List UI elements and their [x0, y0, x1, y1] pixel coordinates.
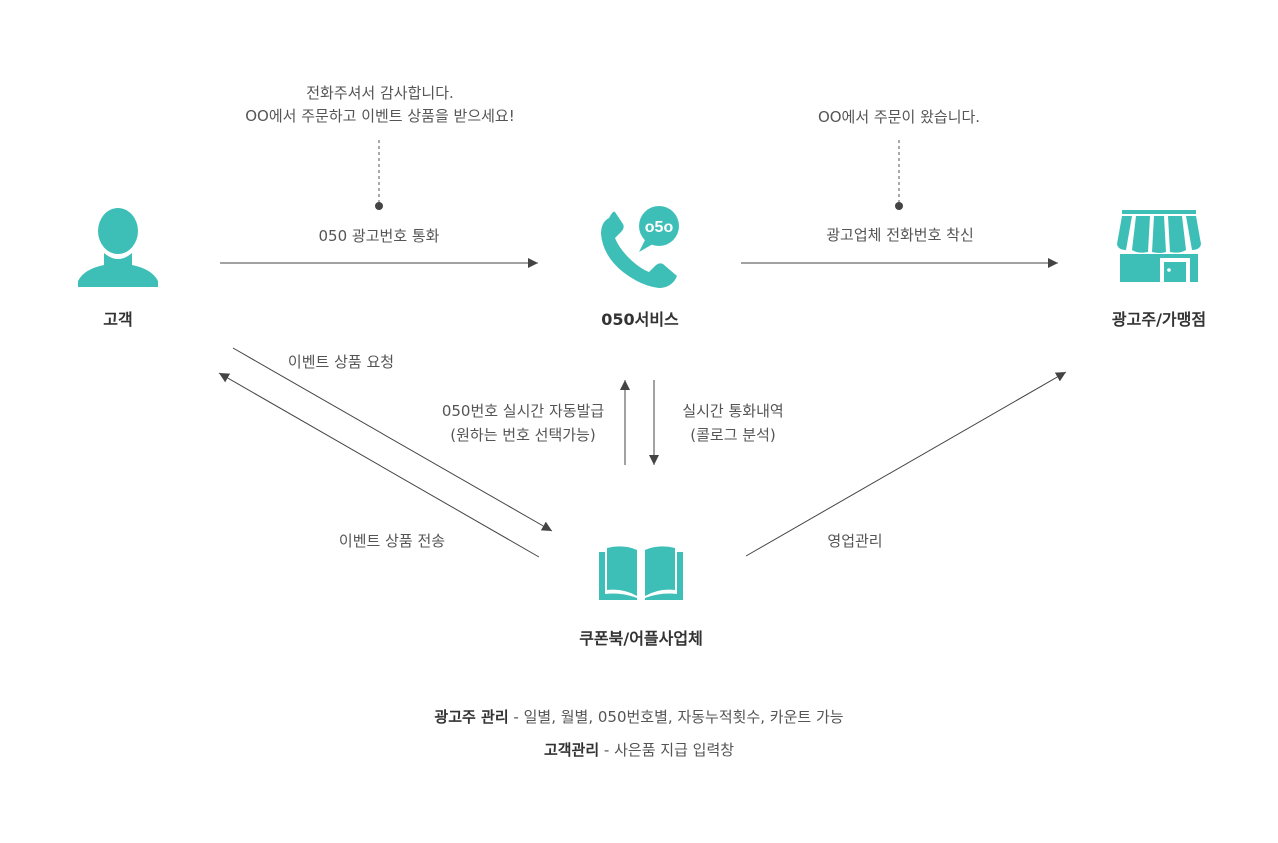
footer-line2-text: - 사은품 지급 입력창	[599, 741, 735, 759]
customer-label: 고객	[103, 310, 133, 329]
footer-line1-title: 광고주 관리	[434, 708, 509, 726]
footer-line2-title: 고객관리	[543, 741, 600, 759]
person-icon	[78, 208, 158, 287]
phone-badge-text: o5o	[645, 219, 674, 236]
advertiser-note-dot	[895, 202, 903, 210]
issue-number-label-line2: (원하는 번호 선택가능)	[450, 426, 596, 444]
event-send-label: 이벤트 상품 전송	[338, 532, 446, 550]
advertiser-note: OO에서 주문이 왔습니다.	[817, 108, 981, 126]
customer-note-line2: OO에서 주문하고 이벤트 상품을 받으세요!	[245, 107, 515, 125]
sales-mgmt-label: 영업관리	[827, 532, 883, 550]
event-request-arrow	[232, 347, 553, 532]
advertiser-label: 광고주/가맹점	[1111, 310, 1207, 329]
customer-note-line1: 전화주셔서 감사합니다.	[306, 84, 454, 102]
call-050-label: 050 광고번호 통화	[318, 227, 440, 245]
phone-050-icon: o5o	[601, 206, 679, 288]
service-label: 050서비스	[601, 310, 679, 329]
couponbook-label: 쿠폰북/어플사업체	[579, 629, 703, 648]
book-icon	[599, 546, 683, 600]
store-icon	[1117, 210, 1201, 282]
call-history-label-line2: (콜로그 분석)	[690, 426, 776, 444]
footer-advertiser-management: 광고주 관리 - 일별, 월별, 050번호별, 자동누적횟수, 카운트 가능	[0, 705, 1278, 729]
footer-customer-management: 고객관리 - 사은품 지급 입력창	[0, 738, 1278, 762]
event-send-arrow	[218, 372, 540, 558]
incoming-call-label: 광고업체 전화번호 착신	[826, 226, 974, 244]
issue-number-label-line1: 050번호 실시간 자동발급	[441, 402, 605, 420]
customer-note-dot	[375, 202, 383, 210]
sales-mgmt-arrow	[745, 371, 1067, 557]
footer-line1-text: - 일별, 월별, 050번호별, 자동누적횟수, 카운트 가능	[508, 708, 844, 726]
event-request-label: 이벤트 상품 요청	[287, 353, 395, 371]
call-history-label-line1: 실시간 통화내역	[682, 402, 784, 420]
